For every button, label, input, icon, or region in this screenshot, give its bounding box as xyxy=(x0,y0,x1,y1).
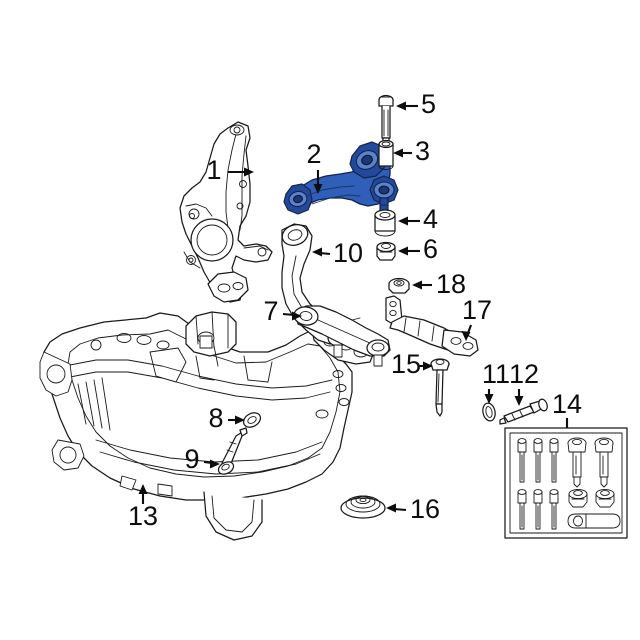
callout-label-1: 1 xyxy=(206,155,221,185)
callout-label-3: 3 xyxy=(415,136,430,166)
leader-arrow-9 xyxy=(210,459,220,469)
callout-label-9: 9 xyxy=(184,444,199,474)
callout-label-4: 4 xyxy=(423,204,438,234)
kit-stud-bolt xyxy=(533,489,543,530)
part-11-washer-ring xyxy=(482,402,496,422)
part-18-nut xyxy=(388,277,410,294)
leader-arrow-11 xyxy=(484,394,494,404)
callout-label-11: 11 xyxy=(482,359,510,389)
callout-label-15: 15 xyxy=(391,349,421,379)
part-17-stabilizer-bracket xyxy=(385,295,479,357)
callout-5: 5 xyxy=(396,89,436,119)
callout-18: 18 xyxy=(412,269,466,299)
callout-6: 6 xyxy=(398,234,438,264)
leader-arrow-13 xyxy=(138,484,148,494)
leader-arrow-16 xyxy=(386,503,396,513)
part-6-flange-nut xyxy=(376,241,396,261)
part-8-washer xyxy=(242,412,262,428)
leader-arrow-17 xyxy=(461,331,471,341)
part-15-bolt xyxy=(430,358,450,417)
callout-label-13: 13 xyxy=(128,501,158,531)
callout-label-2: 2 xyxy=(306,139,321,169)
callout-16: 16 xyxy=(386,494,440,524)
part-1-steering-knuckle xyxy=(179,121,273,303)
callout-9: 9 xyxy=(184,444,220,474)
callout-14: 14 xyxy=(552,389,582,428)
callout-label-16: 16 xyxy=(410,494,440,524)
kit-flange-bolt xyxy=(567,437,587,488)
callout-13: 13 xyxy=(128,484,158,531)
leader-arrow-18 xyxy=(412,280,422,290)
callout-7: 7 xyxy=(263,296,302,326)
callout-15: 15 xyxy=(391,349,433,379)
callout-label-18: 18 xyxy=(436,269,466,299)
leader-arrow-1 xyxy=(244,167,254,177)
part-9-bolt xyxy=(217,427,248,475)
leader-arrow-7 xyxy=(292,311,302,321)
callout-label-5: 5 xyxy=(421,89,436,119)
callout-11: 11 xyxy=(482,359,510,404)
part-14-hardware-kit xyxy=(504,427,628,539)
callout-10: 10 xyxy=(312,238,363,268)
leader-arrow-15 xyxy=(423,361,433,371)
leader-arrow-8 xyxy=(235,415,245,425)
kit-flange-nut xyxy=(568,488,588,508)
callout-12: 12 xyxy=(509,359,539,406)
callout-4: 4 xyxy=(398,204,438,234)
kit-stud-bolt xyxy=(517,438,527,483)
kit-flange-bolt xyxy=(594,437,614,488)
callout-label-12: 12 xyxy=(509,359,539,389)
kit-stud-bolt xyxy=(533,438,543,483)
callout-label-6: 6 xyxy=(423,234,438,264)
kit-stud-bolt xyxy=(517,489,527,530)
part-2-upper-control-arm-highlighted xyxy=(283,141,399,215)
callout-label-8: 8 xyxy=(208,403,223,433)
kit-stud-bolt xyxy=(549,438,559,483)
callout-label-17: 17 xyxy=(462,295,492,325)
leader-arrow-5 xyxy=(396,101,406,111)
kit-stud-bolt xyxy=(549,489,559,530)
part-16-insulator-mount xyxy=(340,495,386,519)
part-3-bushing-sleeve xyxy=(378,139,394,170)
leader-arrow-2 xyxy=(313,184,323,194)
leader-arrow-10 xyxy=(312,247,322,257)
part-7-lower-control-arm xyxy=(293,305,391,367)
part-4-bushing xyxy=(374,209,396,237)
callout-8: 8 xyxy=(208,403,245,433)
kit-flange-nut xyxy=(595,488,615,508)
leader-arrow-3 xyxy=(393,148,403,158)
part-12-bolt xyxy=(499,398,548,425)
leader-arrow-12 xyxy=(514,396,524,406)
callout-label-7: 7 xyxy=(263,296,278,326)
callout-3: 3 xyxy=(393,136,430,166)
callout-label-14: 14 xyxy=(552,389,582,419)
callout-17: 17 xyxy=(461,295,492,341)
leader-line-17 xyxy=(467,324,472,334)
kit-dowel-pin xyxy=(567,513,621,529)
leader-arrow-4 xyxy=(398,216,408,226)
callout-1: 1 xyxy=(206,155,254,185)
leader-arrow-6 xyxy=(398,246,408,256)
callout-label-10: 10 xyxy=(333,238,363,268)
callout-2: 2 xyxy=(306,139,323,194)
